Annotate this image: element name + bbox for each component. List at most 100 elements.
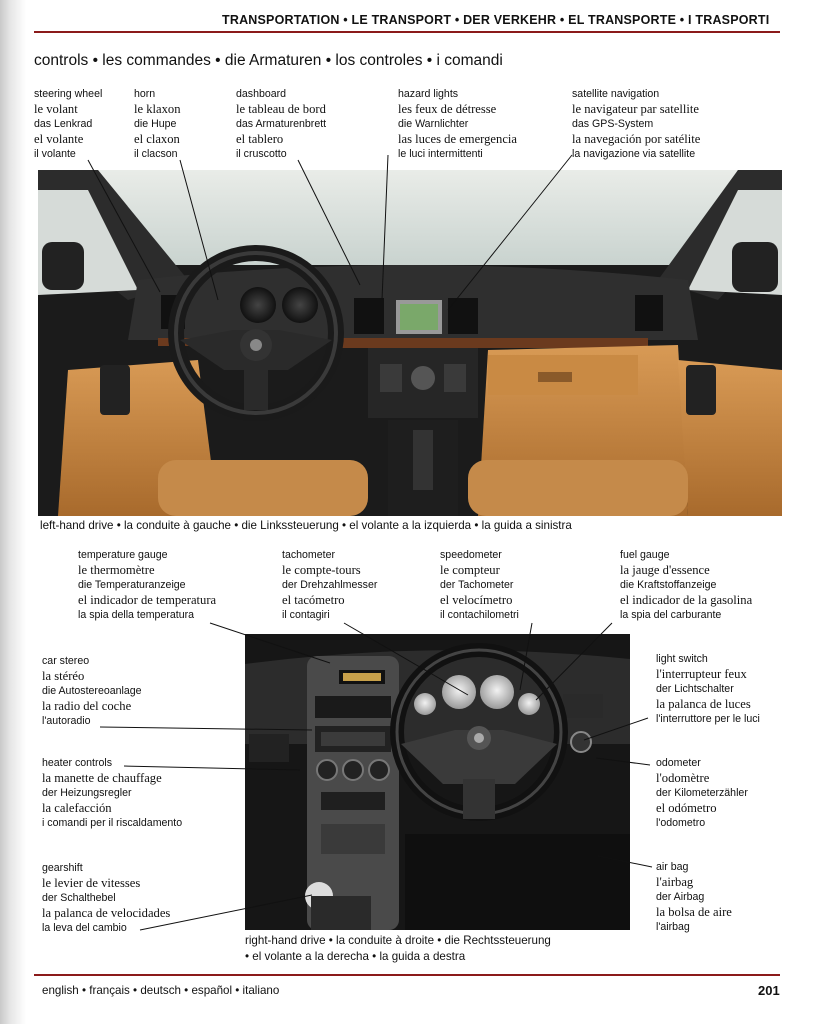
label-line: die Kraftstoffanzeige — [620, 579, 717, 591]
label-line: el odómetro — [656, 801, 717, 815]
left-hand-drive-photo — [38, 170, 782, 516]
label-air-bag: air bag l'airbag der Airbag la bolsa de … — [656, 860, 732, 935]
label-line: gearshift — [42, 862, 83, 874]
label-line: das Armaturenbrett — [236, 118, 327, 130]
label-line: die Hupe — [134, 118, 177, 130]
label-line: der Tachometer — [440, 579, 514, 591]
label-satellite-navigation: satellite navigation le navigateur par s… — [572, 87, 700, 162]
label-line: la calefacción — [42, 801, 112, 815]
label-line: la manette de chauffage — [42, 771, 162, 785]
label-line: le compteur — [440, 563, 500, 577]
label-line: le volant — [34, 102, 78, 116]
label-line: fuel gauge — [620, 549, 670, 561]
label-line: tachometer — [282, 549, 335, 561]
label-line: la navegación por satélite — [572, 132, 701, 146]
label-line: l'odomètre — [656, 771, 710, 785]
label-line: la spia del carburante — [620, 609, 722, 621]
label-line: der Schalthebel — [42, 892, 116, 904]
label-line: la spia della temperatura — [78, 609, 195, 621]
label-line: l'airbag — [656, 875, 694, 889]
label-line: el indicador de temperatura — [78, 593, 217, 607]
label-line: der Airbag — [656, 891, 705, 903]
footer-rule — [34, 974, 780, 976]
label-line: el indicador de la gasolina — [620, 593, 753, 607]
label-line: car stereo — [42, 655, 90, 667]
label-line: el tacómetro — [282, 593, 345, 607]
label-line: der Lichtschalter — [656, 683, 734, 695]
label-line: la bolsa de aire — [656, 905, 732, 919]
label-line: der Kilometerzähler — [656, 787, 748, 799]
label-line: odometer — [656, 757, 701, 769]
label-tachometer: tachometer le compte-tours der Drehzahlm… — [282, 548, 377, 623]
caption-left-hand-drive: left-hand drive • la conduite à gauche •… — [40, 519, 572, 532]
label-speedometer: speedometer le compteur der Tachometer e… — [440, 548, 519, 623]
label-temperature-gauge: temperature gauge le thermomètre die Tem… — [78, 548, 216, 623]
label-line: le luci intermittenti — [398, 148, 483, 160]
label-odometer: odometer l'odomètre der Kilometerzähler … — [656, 756, 748, 831]
label-line: la radio del coche — [42, 699, 132, 713]
label-line: le klaxon — [134, 102, 181, 116]
label-line: temperature gauge — [78, 549, 168, 561]
label-line: la leva del cambio — [42, 922, 127, 934]
book-spine-shadow — [0, 0, 26, 1024]
label-line: le compte-tours — [282, 563, 361, 577]
label-line: le thermomètre — [78, 563, 155, 577]
label-gearshift: gearshift le levier de vitesses der Scha… — [42, 861, 170, 936]
label-line: il contachilometri — [440, 609, 519, 621]
lhd-interior-illustration — [38, 170, 782, 516]
label-line: hazard lights — [398, 88, 459, 100]
label-line: horn — [134, 88, 156, 100]
label-line: el volante — [34, 132, 84, 146]
label-line: l'airbag — [656, 921, 690, 933]
label-line: das Lenkrad — [34, 118, 93, 130]
label-line: air bag — [656, 861, 689, 873]
label-line: el velocímetro — [440, 593, 513, 607]
label-line: la palanca de velocidades — [42, 906, 171, 920]
label-line: les feux de détresse — [398, 102, 497, 116]
label-line: le navigateur par satellite — [572, 102, 699, 116]
label-line: la stéréo — [42, 669, 85, 683]
label-line: le levier de vitesses — [42, 876, 141, 890]
label-line: le tableau de bord — [236, 102, 326, 116]
footer-languages: english • français • deutsch • español •… — [42, 984, 280, 997]
label-dashboard: dashboard le tableau de bord das Armatur… — [236, 87, 326, 162]
label-line: la palanca de luces — [656, 697, 751, 711]
label-steering-wheel: steering wheel le volant das Lenkrad el … — [34, 87, 102, 162]
label-line: die Autostereoanlage — [42, 685, 142, 697]
label-line: la navigazione via satellite — [572, 148, 696, 160]
label-line: der Heizungsregler — [42, 787, 132, 799]
section-title: controls • les commandes • die Armaturen… — [34, 52, 503, 69]
label-line: steering wheel — [34, 88, 103, 100]
label-line: die Warnlichter — [398, 118, 469, 130]
label-line: l'odometro — [656, 817, 706, 829]
label-line: satellite navigation — [572, 88, 660, 100]
label-line: das GPS-System — [572, 118, 654, 130]
label-line: las luces de emergencia — [398, 132, 518, 146]
label-light-switch: light switch l'interrupteur feux der Lic… — [656, 652, 760, 727]
label-line: il contagiri — [282, 609, 330, 621]
label-line: il cruscotto — [236, 148, 287, 160]
running-header: TRANSPORTATION • LE TRANSPORT • DER VERK… — [222, 13, 770, 27]
label-line: light switch — [656, 653, 708, 665]
label-line: die Temperaturanzeige — [78, 579, 186, 591]
label-line: il clacson — [134, 148, 178, 160]
label-line: heater controls — [42, 757, 113, 769]
page-number: 201 — [758, 983, 780, 998]
label-car-stereo: car stereo la stéréo die Autostereoanlag… — [42, 654, 142, 729]
rhd-cluster-illustration — [245, 634, 630, 930]
label-line: la jauge d'essence — [620, 563, 710, 577]
label-horn: horn le klaxon die Hupe el claxon il cla… — [134, 87, 181, 162]
label-line: il volante — [34, 148, 76, 160]
label-line: l'interrupteur feux — [656, 667, 747, 681]
label-line: speedometer — [440, 549, 502, 561]
caption-right-hand-drive-line-2: • el volante a la derecha • la guida a d… — [245, 950, 466, 963]
label-line: i comandi per il riscaldamento — [42, 817, 183, 829]
label-hazard-lights: hazard lights les feux de détresse die W… — [398, 87, 517, 162]
caption-right-hand-drive-line-1: right-hand drive • la conduite à droite … — [245, 934, 551, 947]
label-line: el claxon — [134, 132, 180, 146]
label-line: der Drehzahlmesser — [282, 579, 378, 591]
right-hand-drive-photo — [245, 634, 630, 930]
label-heater-controls: heater controls la manette de chauffage … — [42, 756, 182, 831]
label-line: el tablero — [236, 132, 284, 146]
header-rule — [34, 31, 780, 33]
